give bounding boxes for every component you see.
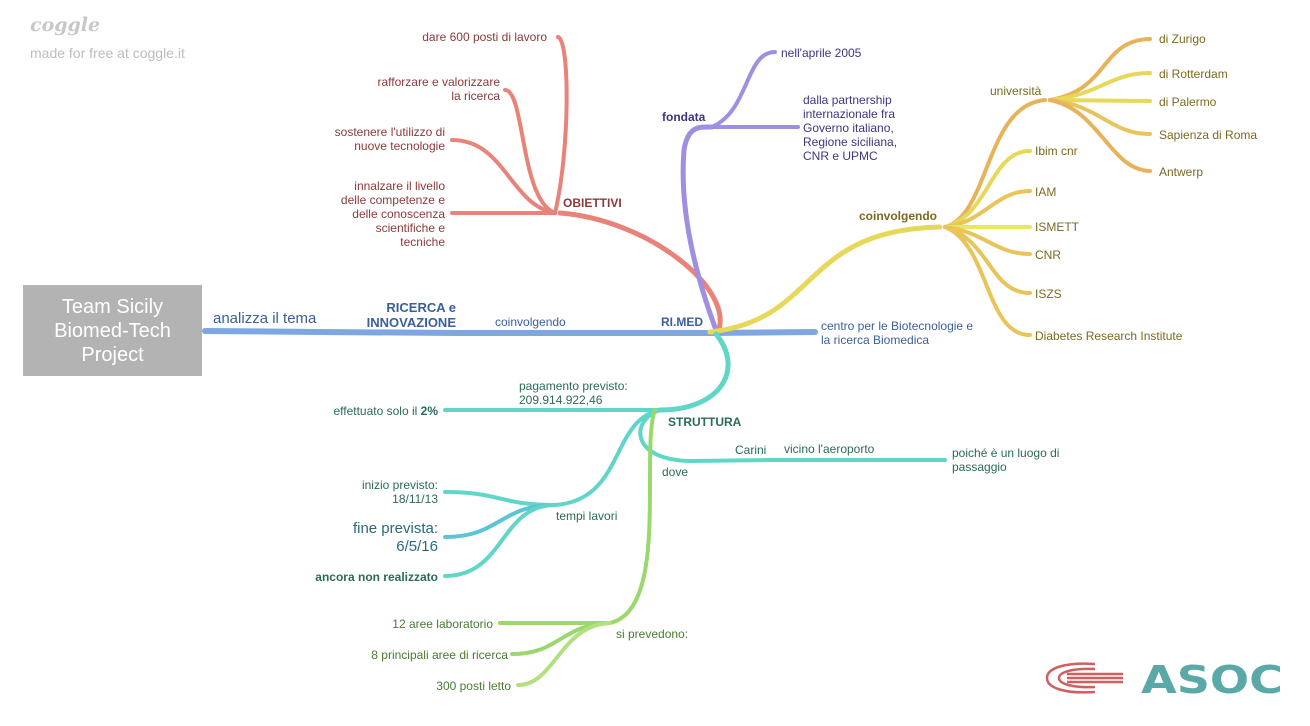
struttura-branch-line [657, 331, 731, 413]
obiettivo-item: dare 600 posti di lavoro [422, 30, 547, 44]
tempi-lavori-label: tempi lavori [556, 509, 618, 523]
pagamento-label: pagamento previsto: 209.914.922,46 [519, 379, 628, 407]
fondata-branch-line [680, 124, 719, 333]
obiettivo-item: rafforzare e valorizzare la ricerca [377, 75, 501, 103]
partner-item: ISZS [1035, 287, 1062, 301]
prevedono-label: si prevedono: [616, 627, 689, 641]
fine-prevista-label: fine prevista: 6/5/16 [352, 520, 438, 555]
carini-label: Carini [735, 443, 767, 457]
ricerca-innovazione-label: RICERCA e INNOVAZIONE [366, 300, 456, 330]
coinvolgendo-main-label: coinvolgendo [495, 315, 566, 329]
fondata-item: nell'aprile 2005 [781, 46, 862, 60]
root-label: Team Sicily Biomed-Tech Project [54, 295, 171, 366]
universita-item: Sapienza di Roma [1159, 128, 1258, 142]
obiettivo-item: innalzare il livello delle competenze e … [340, 179, 445, 249]
universita-item: di Zurigo [1159, 32, 1206, 46]
analizza-label: analizza il tema [213, 310, 317, 327]
coggle-logo: coggle [30, 14, 101, 36]
passaggio-label: poiché è un luogo di passaggio [952, 446, 1060, 474]
dove-label: dove [662, 465, 689, 479]
coinvolgendo-label: coinvolgendo [859, 209, 937, 223]
centro-label: centro per le Biotecnologie e la ricerca… [821, 319, 974, 347]
struttura-label: STRUTTURA [668, 415, 742, 429]
prevedono-item: 12 aree laboratorio [392, 617, 493, 631]
rimed-label: RI.MED [661, 315, 703, 329]
effettuato-label: effettuato solo il 2% [333, 404, 438, 418]
main-branch-line [202, 328, 818, 336]
root-node[interactable]: Team Sicily Biomed-Tech Project [23, 285, 202, 376]
obiettivi-branch-line [557, 210, 723, 335]
prevedono-item: 300 posti letto [436, 679, 511, 693]
coggle-watermark: made for free at coggle.it [30, 45, 185, 61]
partner-item: Ibim cnr [1035, 144, 1078, 158]
partner-item: CNR [1035, 248, 1061, 262]
partner-item: ISMETT [1035, 220, 1079, 234]
universita-label: università [990, 84, 1042, 98]
universita-item: di Palermo [1159, 95, 1217, 109]
asoc-logo: ASOC [1045, 658, 1285, 702]
inizio-previsto-label: inizio previsto: 18/11/13 [361, 478, 438, 506]
ancora-label: ancora non realizzato [315, 570, 438, 584]
aeroporto-label: vicino l'aeroporto [784, 442, 875, 456]
fondata-label: fondata [662, 110, 706, 124]
obiettivi-label: OBIETTIVI [563, 196, 622, 210]
coinvolgendo-branch-line [707, 224, 943, 335]
partner-item: Diabetes Research Institute [1035, 329, 1183, 343]
asoc-text: ASOC [1141, 660, 1283, 696]
partner-item: IAM [1035, 185, 1057, 199]
prevedono-item: 8 principali aree di ricerca [371, 648, 508, 662]
obiettivo-item: sostenere l'utilizzo di nuove tecnologie [334, 125, 445, 153]
universita-item: di Rotterdam [1159, 67, 1228, 81]
fondata-item: dalla partnership internazionale fra Gov… [803, 93, 898, 163]
universita-item: Antwerp [1159, 165, 1204, 179]
